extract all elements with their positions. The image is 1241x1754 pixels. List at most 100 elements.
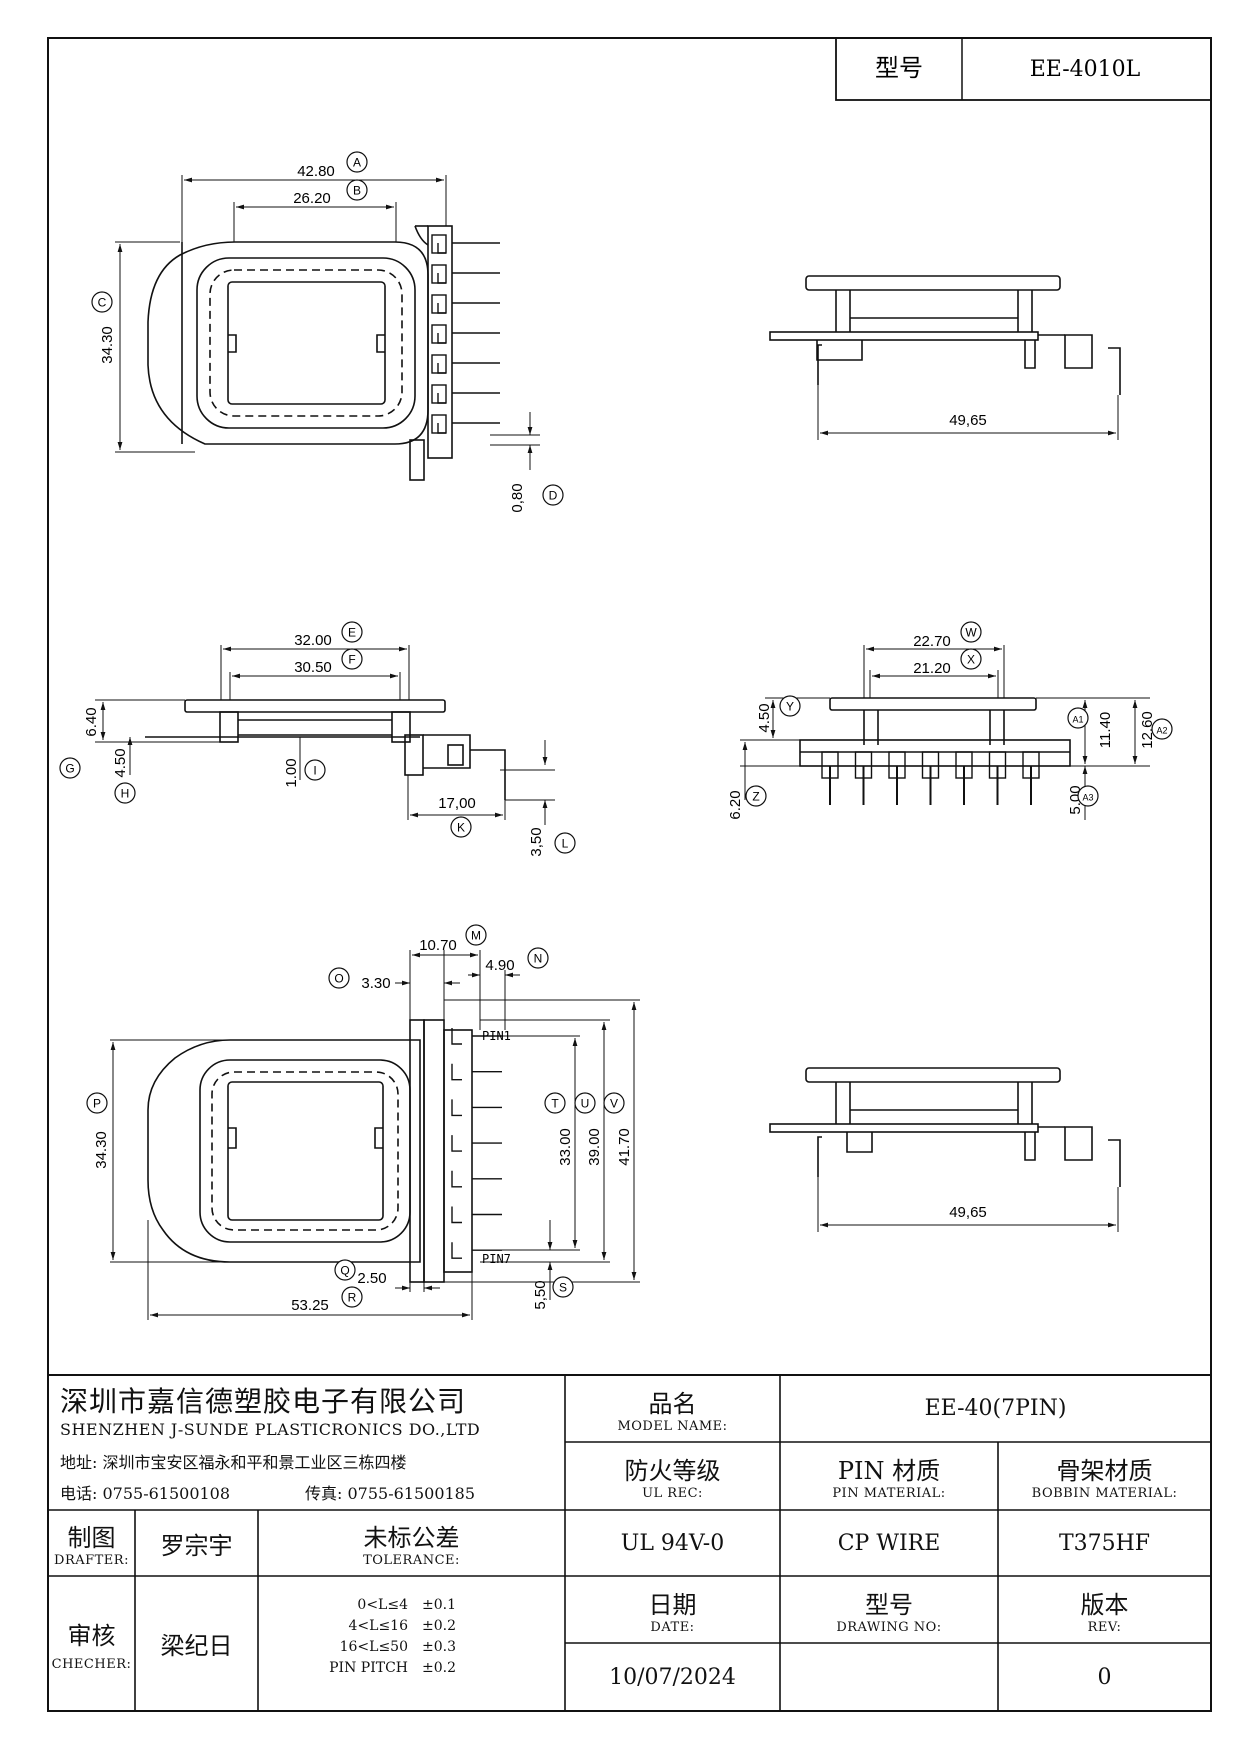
dim-D-value: 0,80 — [509, 483, 526, 512]
dim-letter-i: I — [304, 759, 326, 781]
svg-text:D: D — [549, 489, 558, 503]
tolerance-range: 0<L≤4 — [357, 1597, 408, 1613]
bottom-view-dims — [110, 950, 640, 1320]
date-value: 10/07/2024 — [609, 1664, 736, 1690]
dim-letter-l: L — [554, 832, 576, 854]
dim-A2-value: 12.60 — [1139, 711, 1156, 749]
bottom-view-pin — [451, 1063, 502, 1081]
tolerance-range: 16<L≤50 — [339, 1639, 408, 1655]
drafter-value-cell: 罗宗宇 — [135, 1510, 258, 1576]
drawing-no-value-cell — [780, 1643, 998, 1711]
dim-letter-a: A — [346, 151, 368, 173]
top-view-pin-slot — [431, 414, 447, 434]
svg-text:C: C — [98, 296, 107, 310]
bobbin-material-cell: 骨架材质 BOBBIN MATERIAL: — [998, 1442, 1211, 1510]
svg-text:T: T — [551, 1097, 559, 1111]
rev-value: 0 — [1097, 1664, 1112, 1690]
dim-Y-value: 4.50 — [756, 703, 773, 732]
top-view-pin-slot — [431, 354, 447, 374]
svg-text:V: V — [610, 1097, 618, 1111]
dim-letter-x: X — [960, 648, 982, 670]
dim-A-value: 42.80 — [297, 163, 335, 180]
title-block-grid — [48, 1374, 1211, 1711]
ul-en: UL REC: — [642, 1486, 703, 1501]
dim-letter-b: B — [346, 179, 368, 201]
drafter-en: DRAFTER: — [54, 1553, 129, 1568]
model-name-en: MODEL NAME: — [617, 1418, 728, 1434]
bottom-view — [147, 1019, 473, 1283]
checker-cn: 审核 — [67, 1621, 116, 1650]
top-view-pin — [437, 332, 500, 344]
checker-value: 梁纪日 — [160, 1632, 233, 1660]
dim-letter-y: Y — [779, 695, 801, 717]
tolerance-range: 4<L≤16 — [348, 1618, 408, 1634]
svg-text:N: N — [534, 952, 543, 966]
side-view-upper-dims — [817, 385, 1119, 440]
pin1-label: PIN1 — [482, 1029, 511, 1043]
dim-A1-value: 11.40 — [1097, 712, 1114, 748]
svg-text:X: X — [967, 653, 975, 667]
bobbin-material-cn: 骨架材质 — [1056, 1457, 1153, 1485]
svg-text:A1: A1 — [1072, 715, 1083, 725]
dim-letter-u: U — [574, 1092, 596, 1114]
rev-en: REV: — [1087, 1619, 1122, 1635]
top-view-dims — [115, 175, 540, 470]
top-view-pin-slot — [431, 234, 447, 254]
top-view-pin — [437, 302, 500, 314]
tolerance-row: 4<L≤16±0.2 — [258, 1616, 565, 1637]
top-view — [147, 225, 453, 481]
tolerance-header-cell: 未标公差 TOLERANCE: — [258, 1510, 565, 1576]
svg-text:H: H — [121, 787, 130, 801]
checker-label-cell: 审核 CHECHER: — [48, 1576, 135, 1711]
dim-letter-t: T — [544, 1092, 566, 1114]
top-view-pin-slot — [431, 324, 447, 344]
dim-C-value: 34.30 — [99, 326, 116, 364]
dim-N-value: 4.90 — [485, 957, 514, 974]
dim-B-value: 26.20 — [293, 190, 331, 207]
drafter-cn: 制图 — [67, 1524, 116, 1552]
dim-side-lower-width: 49,65 — [949, 1204, 987, 1221]
model-name-cell: 品名 MODEL NAME: — [565, 1375, 780, 1442]
model-box: 型号 EE-4010L — [835, 37, 1212, 101]
tolerance-value: ±0.1 — [422, 1597, 456, 1613]
bobbin-material-value-cell: T375HF — [998, 1510, 1211, 1576]
svg-text:Y: Y — [786, 700, 794, 714]
front-view — [145, 699, 506, 800]
bottom-view-pin — [451, 1099, 502, 1117]
bottom-view-pin — [451, 1206, 502, 1224]
svg-text:Z: Z — [752, 790, 759, 804]
dim-I-value: 1.00 — [283, 758, 300, 787]
date-cn: 日期 — [648, 1590, 697, 1619]
dim-S-value: 5,50 — [532, 1280, 549, 1309]
dim-letter-z: Z — [745, 785, 767, 807]
pin-material-cn: PIN 材质 — [837, 1457, 941, 1485]
svg-text:U: U — [581, 1097, 590, 1111]
bobbin-material-value: T375HF — [1058, 1530, 1151, 1556]
bottom-view-pin — [451, 1135, 502, 1152]
svg-text:A: A — [353, 156, 361, 170]
checker-value-cell: 梁纪日 — [135, 1576, 258, 1711]
model-name-cn: 品名 — [648, 1389, 697, 1418]
dim-letter-e: E — [341, 621, 363, 643]
drafter-value: 罗宗宇 — [160, 1531, 233, 1560]
tolerance-row: PIN PITCH±0.2 — [258, 1658, 565, 1679]
dim-letter-k: K — [450, 816, 472, 838]
dim-U-value: 39.00 — [586, 1128, 603, 1166]
date-label-cell: 日期 DATE: — [565, 1576, 780, 1643]
drawing-no-label-cell: 型号 DRAWING NO: — [780, 1576, 998, 1643]
dim-F-value: 30.50 — [294, 659, 332, 676]
pin7-label: PIN7 — [482, 1252, 511, 1266]
dim-letter-g: G — [59, 757, 81, 779]
checker-en: CHECHER: — [51, 1656, 132, 1672]
side-view-lower-dims — [817, 1177, 1119, 1232]
end-view-pins — [821, 751, 1040, 805]
sheet-border — [47, 37, 1212, 1712]
dim-M-value: 10.70 — [419, 937, 457, 954]
side-view-upper — [769, 275, 1121, 395]
dim-letter-h: H — [114, 782, 136, 804]
top-view-pin — [437, 242, 500, 254]
tolerance-row: 0<L≤4 ±0.1 — [258, 1595, 565, 1616]
dim-K-value: 17,00 — [438, 795, 476, 812]
